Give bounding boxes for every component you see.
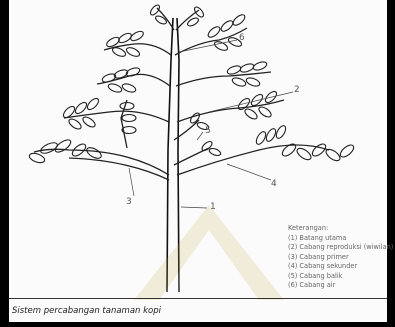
legend-title: Keterangan:: [288, 224, 384, 234]
legend-item: (5) Cabang balik: [288, 272, 384, 282]
callout-label-6: 6: [239, 34, 245, 43]
callout-label-3: 3: [126, 198, 132, 207]
legend-item: (2) Cabang reproduksi (wiwilan): [288, 243, 384, 253]
leaves: [28, 3, 356, 164]
caption-divider: [9, 298, 387, 299]
legend: Keterangan: (1) Batang utama (2) Cabang …: [288, 224, 384, 291]
legend-item: (6) Cabang air: [288, 281, 384, 291]
legend-item: (3) Cabang primer: [288, 253, 384, 263]
legend-item: (4) Cabang sekunder: [288, 262, 384, 272]
legend-item: (1) Batang utama: [288, 234, 384, 244]
figure-caption: Sistem percabangan tanaman kopi: [12, 306, 161, 316]
figure-frame: 1 2 3 4 5 6 Keterangan: (1) Batang utama…: [9, 0, 387, 322]
callout-label-4: 4: [271, 180, 277, 189]
watermark-logo: [124, 200, 294, 310]
callout-label-5: 5: [205, 127, 211, 136]
callout-label-2: 2: [294, 86, 300, 95]
callout-leaders: [129, 40, 293, 208]
callout-label-1: 1: [210, 203, 216, 212]
